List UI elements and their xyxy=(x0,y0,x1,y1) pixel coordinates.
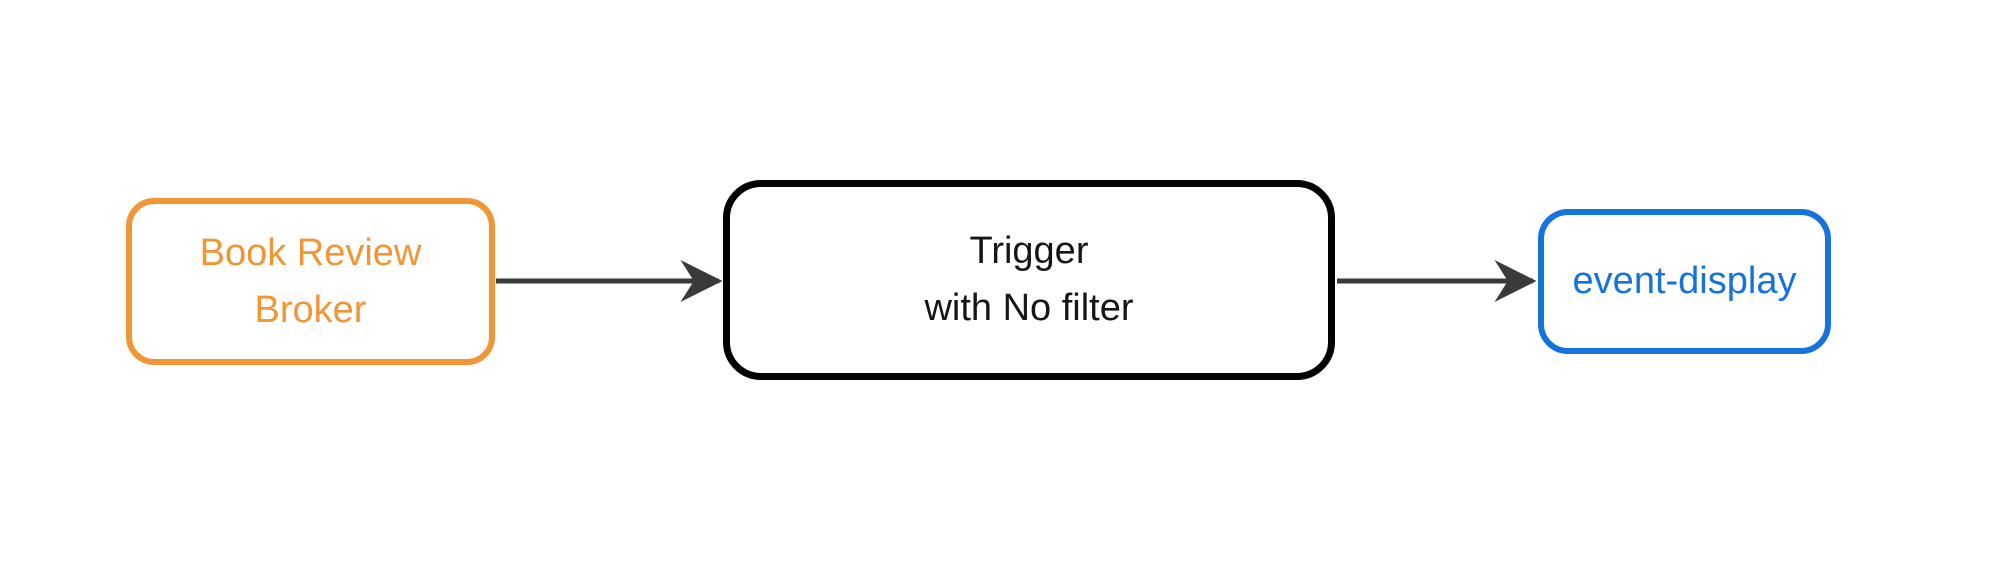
node-book-review-broker-label: Book Review Broker xyxy=(199,231,422,331)
node-event-display: event-display xyxy=(1538,209,1831,354)
node-book-review-broker: Book Review Broker xyxy=(126,198,495,365)
node-event-display-label: event-display xyxy=(1572,260,1797,302)
node-trigger-with-no-filter: Trigger with No filter xyxy=(723,180,1335,380)
node-trigger-with-no-filter-label: Trigger with No filter xyxy=(924,230,1134,329)
